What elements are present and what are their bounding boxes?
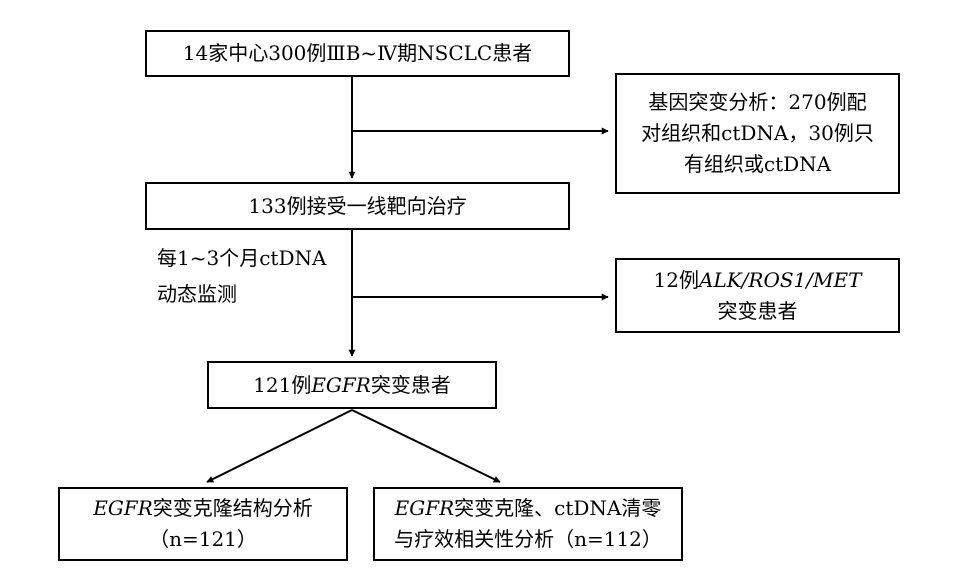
clone-structure-text: 突变克隆结构分析 [152, 496, 313, 520]
egfr-box: 121例EGFR突变患者 [207, 361, 497, 409]
arrow-egfr-to-clearance [351, 409, 501, 483]
other-mutations-genes: ALK/ROS1/MET [699, 267, 862, 292]
genetics-line-3: 有组织或ctDNA [683, 152, 832, 176]
genetics-box: 基因突变分析：270例配 对组织和ctDNA，30例只 有组织或ctDNA [615, 73, 900, 194]
clearance-gene: EGFR [394, 496, 455, 520]
clone-structure-line-2: （n=121） [149, 527, 257, 551]
monitoring-line-1: 每1~3个月ctDNA [157, 246, 327, 270]
egfr-gene: EGFR [311, 372, 371, 397]
cohort-box: 14家中心300例ⅢB~Ⅳ期NSCLC患者 [145, 30, 570, 77]
genetics-line-1: 基因突变分析：270例配 [648, 90, 867, 114]
clearance-line-2: 与疗效相关性分析（n=112） [394, 527, 662, 551]
clearance-box: EGFR突变克隆、ctDNA清零 与疗效相关性分析（n=112） [373, 487, 683, 561]
clone-structure-line-1: EGFR突变克隆结构分析 [93, 493, 313, 524]
monitoring-note: 每1~3个月ctDNA 动态监测 [157, 240, 326, 312]
clearance-text: 突变克隆、ctDNA清零 [454, 496, 662, 520]
egfr-count: 121例 [253, 372, 312, 397]
egfr-suffix: 突变患者 [370, 372, 451, 397]
clone-structure-gene: EGFR [93, 496, 153, 520]
clearance-line-1: EGFR突变克隆、ctDNA清零 [394, 493, 662, 524]
arrow-egfr-to-clone-structure [206, 409, 353, 483]
genetics-line-2: 对组织和ctDNA，30例只 [641, 121, 874, 145]
clone-structure-box: EGFR突变克隆结构分析 （n=121） [58, 487, 348, 561]
other-mutations-line-1: 12例ALK/ROS1/MET [654, 265, 862, 296]
other-mutations-box: 12例ALK/ROS1/MET 突变患者 [615, 258, 900, 333]
egfr-label: 121例EGFR突变患者 [253, 370, 451, 401]
cohort-label: 14家中心300例ⅢB~Ⅳ期NSCLC患者 [182, 41, 533, 65]
monitoring-line-2: 动态监测 [157, 282, 237, 306]
other-mutations-count: 12例 [653, 267, 699, 292]
other-mutations-line-2: 突变患者 [717, 298, 798, 323]
first-line-label: 133例接受一线靶向治疗 [248, 193, 467, 218]
first-line-box: 133例接受一线靶向治疗 [145, 182, 570, 230]
